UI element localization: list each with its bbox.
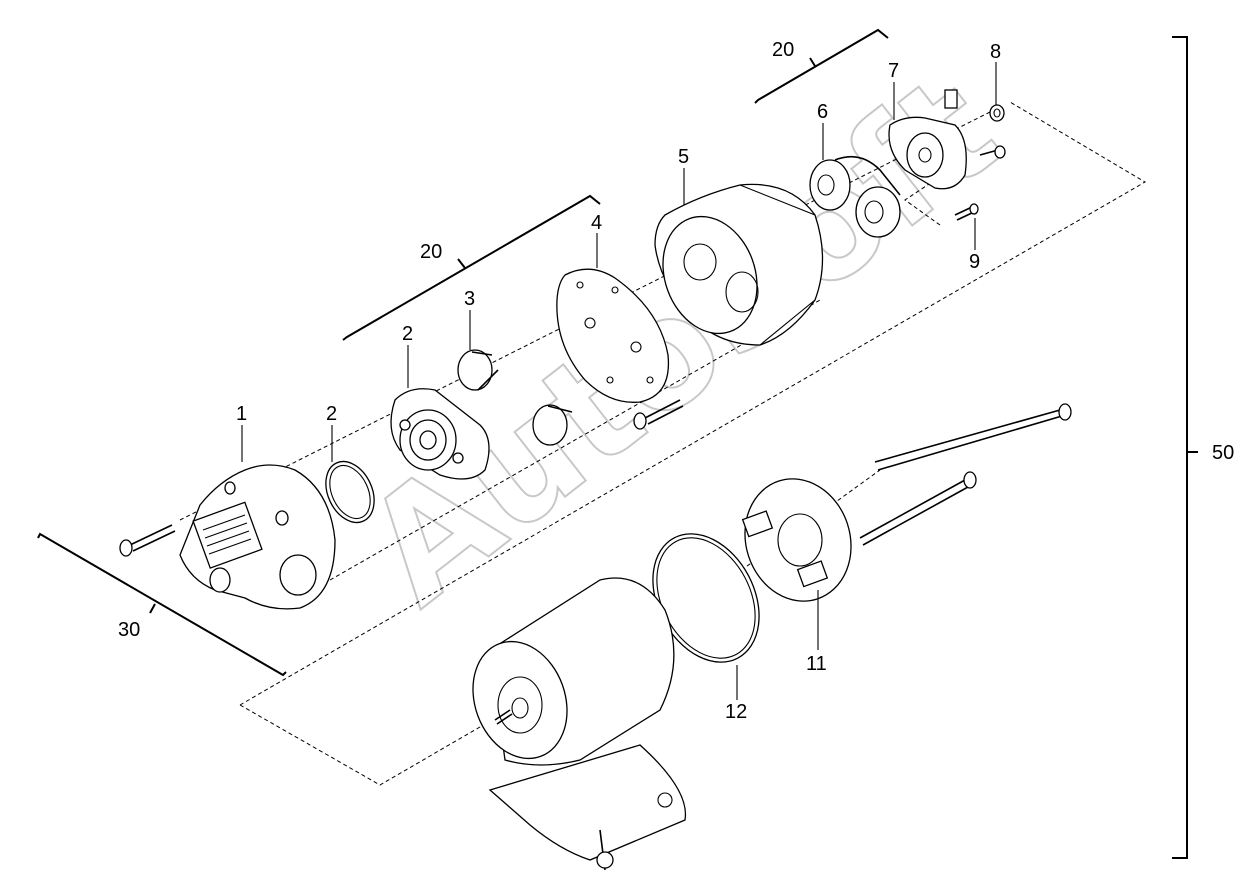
part-2-end-plate (390, 388, 490, 480)
part-5-yoke-housing (654, 183, 824, 346)
part-6-gear-assembly (809, 155, 901, 238)
callout-1: 1 (236, 403, 247, 425)
group-label-30: 30 (118, 619, 140, 641)
motor-body (472, 577, 675, 766)
screw-7 (979, 145, 1006, 159)
callout-6: 6 (817, 101, 828, 123)
callout-2-end-plate: 2 (402, 323, 413, 345)
leader-lines (241, 62, 997, 700)
callout-8: 8 (990, 41, 1001, 63)
part-1-front-housing (179, 464, 336, 610)
group-label-20-top: 20 (772, 39, 794, 61)
part-8-washer (989, 104, 1005, 122)
callout-12: 12 (725, 701, 747, 723)
part-3-plug (457, 349, 499, 391)
screw-front (119, 524, 176, 557)
mounting-base (488, 744, 687, 871)
part-2-o-ring (325, 460, 375, 524)
bolt-mid (633, 399, 684, 430)
part-9-pin (954, 203, 979, 221)
grille-icon (202, 514, 252, 555)
plug-lower (532, 404, 573, 446)
callout-11: 11 (806, 653, 827, 675)
callout-4: 4 (591, 212, 602, 234)
callout-5: 5 (678, 146, 689, 168)
group-bracket-30 (37, 532, 287, 677)
callout-2-o-ring: 2 (326, 403, 337, 425)
group-label-50: 50 (1212, 442, 1234, 464)
through-bolts (859, 403, 1072, 546)
callout-9: 9 (969, 251, 980, 273)
group-bracket-50 (1172, 36, 1198, 859)
callout-7: 7 (888, 60, 899, 82)
group-bracket-20-top (754, 28, 889, 104)
group-bracket-20-left (342, 194, 601, 341)
part-11-brush-holder (741, 478, 852, 602)
callout-3: 3 (464, 288, 475, 310)
part-7-bearing-bracket (888, 89, 967, 190)
part-4-gasket-plate (556, 268, 670, 403)
group-label-20-left: 20 (420, 241, 442, 263)
